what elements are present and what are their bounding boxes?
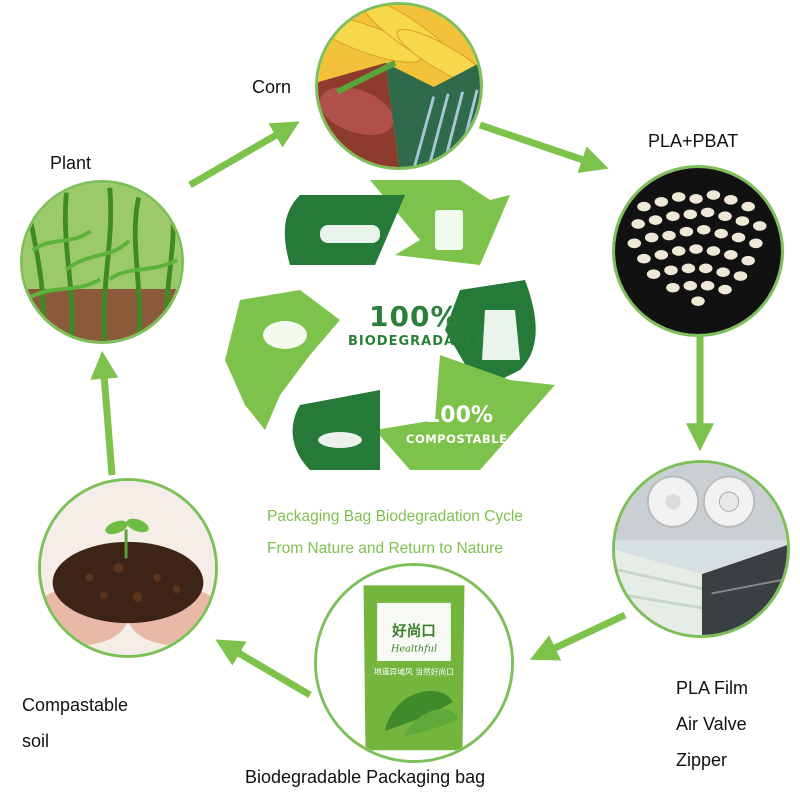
biodegradable-value: 100% [369, 300, 460, 333]
corn-label: Corn [252, 77, 292, 97]
recycle-symbol [225, 180, 555, 470]
caption-line-2: From Nature and Return to Nature [267, 540, 504, 557]
pla-film-label: PLA Film [676, 678, 749, 698]
arrow-corn-to-pla [478, 121, 609, 173]
corn-plant-field-photo [20, 180, 184, 344]
pla-film-valve-zipper-photo [612, 460, 790, 638]
bag-brand-cn: 好尚口 [391, 622, 436, 640]
plant-label: Plant [50, 153, 92, 173]
packaging-bag-photo: 好尚口 Healthful 地道异域风 当然好尚口 [314, 563, 514, 763]
arrow-film-to-bag [529, 611, 627, 661]
caption-line-1: Packaging Bag Biodegradation Cycle [267, 508, 523, 525]
zipper-label: Zipper [676, 750, 728, 770]
compostable-value: 100% [425, 403, 493, 428]
compostable-word: COMPOSTABLE [406, 432, 508, 446]
air-valve-label: Air Valve [676, 714, 747, 734]
compost-soil-photo [38, 478, 218, 658]
biodegradable-word: BIODEGRADABLE [348, 334, 486, 349]
arrow-plant-to-corn [188, 121, 300, 189]
bag-tagline-cn: 地道异域风 当然好尚口 [374, 667, 454, 677]
bag-label: Biodegradable Packaging bag [245, 767, 486, 787]
corn-photo [315, 2, 483, 170]
soil-label-line1: Compastable [22, 695, 129, 715]
pla-pbat-pellets-photo [612, 165, 784, 337]
arrow-soil-to-plant [90, 350, 119, 476]
soil-label-line2: soil [22, 731, 50, 751]
pla-pbat-label: PLA+PBAT [648, 131, 739, 151]
arrow-bag-to-soil [215, 639, 312, 699]
bag-brand: Healthful [390, 643, 437, 654]
